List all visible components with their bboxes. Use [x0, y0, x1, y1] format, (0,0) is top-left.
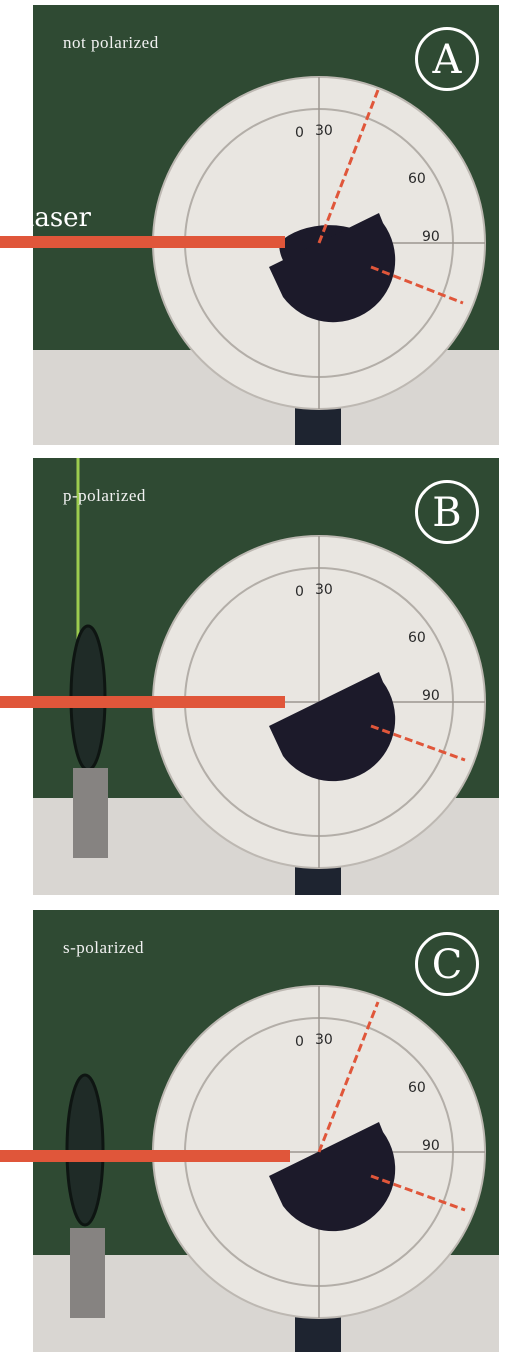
scale-label-90: 90: [422, 688, 440, 704]
refracted-beam: [370, 265, 464, 305]
polarizer-stand: [70, 1228, 105, 1318]
panel-badge: B: [415, 480, 479, 544]
incident-laser-beam: [0, 236, 285, 248]
scale-label-30: 30: [315, 582, 333, 598]
reflected-beam: [317, 89, 380, 244]
incident-laser-beam: [0, 1150, 290, 1162]
half-cylinder-body: [269, 213, 396, 323]
panel-caption: s-polarized: [63, 938, 145, 957]
scale-label-60: 60: [408, 171, 426, 187]
panel-caption: not polarized: [63, 33, 159, 52]
scale-label-60: 60: [408, 1080, 426, 1096]
reflected-beam: [317, 1001, 380, 1153]
refracted-beam: [370, 1174, 466, 1212]
panel-c-s-polarized: 0 30 60 90 s-polarized C: [33, 910, 499, 1352]
scale-label-90: 90: [422, 229, 440, 245]
scale-label-90: 90: [422, 1138, 440, 1154]
scale-label-0: 0: [295, 584, 304, 600]
scale-label-60: 60: [408, 630, 426, 646]
scale-label-0: 0: [295, 125, 304, 141]
scale-label-30: 30: [315, 1032, 333, 1048]
incident-laser-beam: [0, 696, 285, 708]
half-cylinder-body: [269, 672, 396, 782]
panel-badge: C: [415, 932, 479, 996]
half-cylinder-body: [269, 1122, 396, 1232]
scale-label-0: 0: [295, 1034, 304, 1050]
polarizer-stand: [73, 768, 108, 858]
panel-a-not-polarized: 0 30 60 90 not polarized A: [33, 5, 499, 445]
panel-caption: p-polarized: [63, 486, 146, 505]
laser-label: laser: [26, 203, 91, 233]
panel-b-p-polarized: 0 30 60 90 p-polarized B: [33, 458, 499, 895]
refracted-beam: [370, 724, 466, 762]
scale-label-30: 30: [315, 123, 333, 139]
panel-badge: A: [415, 27, 479, 91]
